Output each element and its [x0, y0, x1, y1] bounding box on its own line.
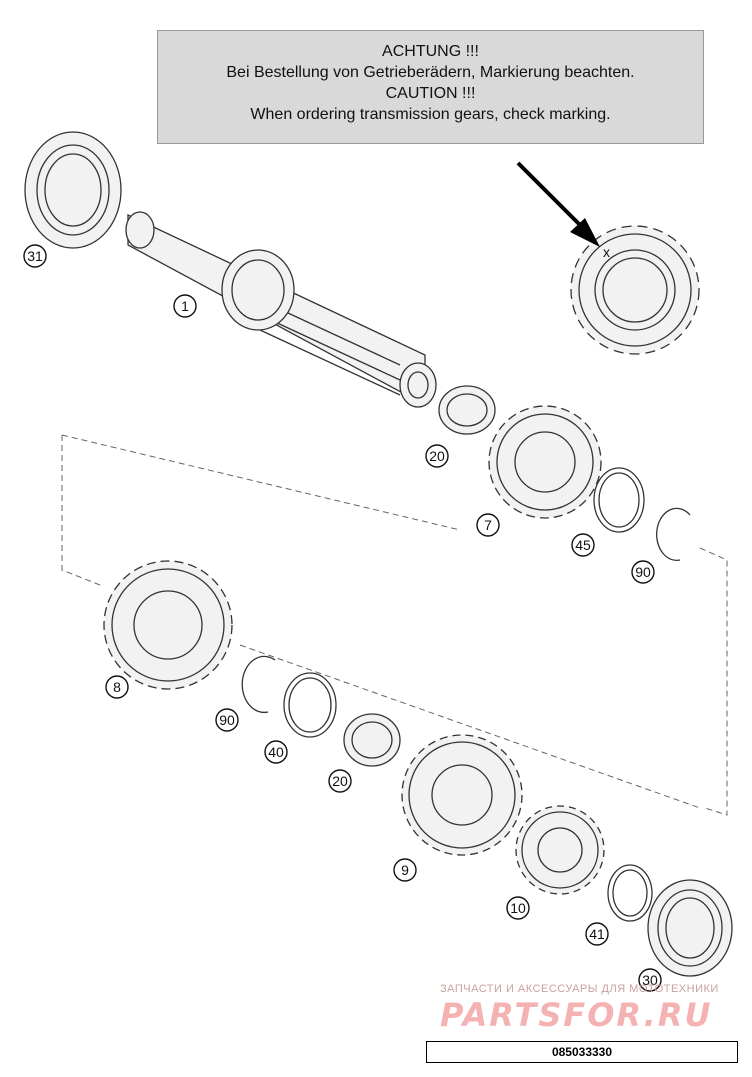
washer-41: [607, 864, 653, 922]
callout-90-upper: 90: [631, 560, 655, 584]
notice-line-3: CAUTION !!!: [385, 85, 476, 102]
bearing-31: [24, 131, 122, 249]
callout-30: 30: [638, 968, 662, 992]
guide-lines: [61, 434, 728, 816]
callout-label: 31: [27, 248, 43, 264]
callout-9: 9: [393, 858, 417, 882]
watermark-brand: PARTSFOR.RU: [440, 996, 713, 1034]
callout-label: 41: [589, 926, 605, 942]
callout-20-lower: 20: [328, 769, 352, 793]
callout-45: 45: [571, 533, 595, 557]
gear-9: [401, 734, 523, 856]
bushing-20-upper: [438, 385, 496, 435]
callout-label: 20: [332, 773, 348, 789]
callout-label: 7: [484, 517, 492, 533]
notice-line-1: ACHTUNG !!!: [382, 43, 479, 60]
circlip-90-upper: [656, 507, 691, 562]
bearing-30: [647, 879, 733, 977]
callouts: 31 1 20 7 45 90 8 90 40 20 9 10 41 30: [23, 244, 662, 992]
marking-arrow: [516, 161, 600, 247]
main-shaft-1: [125, 211, 437, 408]
reference-gear: x: [570, 225, 700, 355]
part-code-box: 085033330: [426, 1041, 738, 1063]
callout-90-lower: 90: [215, 708, 239, 732]
caution-notice: ACHTUNG !!! Bei Bestellung von Getrieber…: [157, 30, 704, 144]
callout-label: 30: [642, 972, 658, 988]
callout-10: 10: [506, 896, 530, 920]
callout-label: 1: [181, 298, 189, 314]
gear-10: [515, 805, 605, 895]
svg-text:x: x: [603, 244, 610, 260]
callout-41: 41: [585, 922, 609, 946]
callout-label: 10: [510, 900, 526, 916]
callout-label: 20: [429, 448, 445, 464]
circlip-90-lower: [241, 655, 276, 714]
callout-31: 31: [23, 244, 47, 268]
callout-label: 45: [575, 537, 591, 553]
callout-7: 7: [476, 513, 500, 537]
callout-label: 90: [635, 564, 651, 580]
watermark-tagline: ЗАПЧАСТИ И АКСЕССУАРЫ ДЛЯ МОТОТЕХНИКИ: [440, 983, 719, 995]
callout-label: 40: [268, 744, 284, 760]
gear-8: [103, 560, 233, 690]
callout-label: 8: [113, 679, 121, 695]
callout-8: 8: [105, 675, 129, 699]
callout-1: 1: [173, 294, 197, 318]
notice-line-4: When ordering transmission gears, check …: [250, 106, 611, 123]
bushing-20-lower: [343, 713, 401, 767]
washer-45: [593, 467, 645, 533]
washer-40: [283, 672, 337, 738]
notice-line-2: Bei Bestellung von Getrieberädern, Marki…: [226, 64, 635, 81]
callout-label: 9: [401, 862, 409, 878]
callout-20-upper: 20: [425, 444, 449, 468]
callout-label: 90: [219, 712, 235, 728]
gear-7: [488, 405, 602, 519]
callout-40: 40: [264, 740, 288, 764]
